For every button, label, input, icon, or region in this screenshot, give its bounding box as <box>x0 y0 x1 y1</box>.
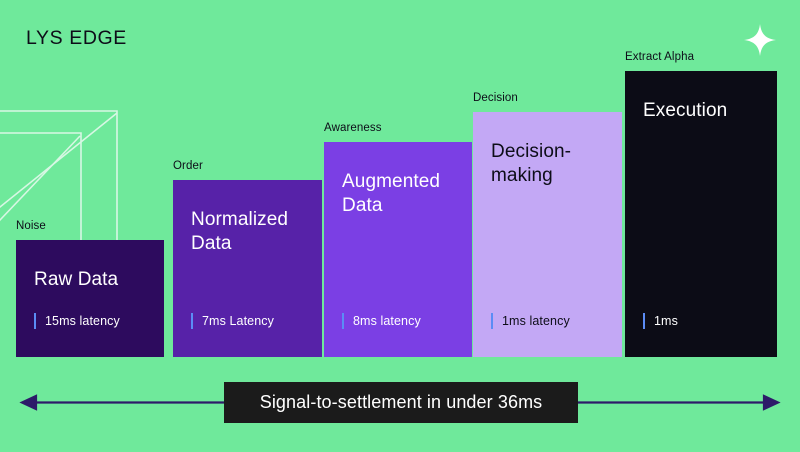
arrow-left-icon <box>19 394 38 411</box>
metric-tick-icon <box>491 313 493 329</box>
stage-bar[interactable]: Normalized Data 7ms Latency <box>173 180 322 357</box>
stage-metric: 7ms Latency <box>191 313 274 329</box>
stage-title: Decision-making <box>491 141 572 187</box>
stage-bar[interactable]: Augmented Data 8ms latency <box>324 142 472 357</box>
stage-metric: 1ms latency <box>491 313 570 329</box>
stage-caption: Noise <box>16 220 46 232</box>
stage-metric-label: 1ms <box>654 314 678 328</box>
stage-metric-label: 1ms latency <box>502 314 570 328</box>
metric-tick-icon <box>34 313 36 329</box>
stage-bar[interactable]: Execution 1ms <box>625 71 777 357</box>
stage-caption: Decision <box>473 92 518 104</box>
summary-pill-label: Signal-to-settlement in under 36ms <box>259 392 543 412</box>
stage-metric: 8ms latency <box>342 313 421 329</box>
stage-bar[interactable]: Decision-making 1ms latency <box>473 112 622 357</box>
metric-tick-icon <box>342 313 344 329</box>
brand-wordmark: LYS EDGE <box>26 27 127 49</box>
stage-title: Augmented Data <box>342 171 441 217</box>
stage-bar[interactable]: Raw Data 15ms latency <box>16 240 164 357</box>
metric-tick-icon <box>643 313 645 329</box>
footer-axis <box>0 382 800 422</box>
arrow-right-icon <box>762 394 781 411</box>
stage-title: Execution <box>643 100 728 121</box>
stage-caption: Extract Alpha <box>625 51 695 63</box>
stage-title: Normalized Data <box>191 209 289 255</box>
sparkle-icon <box>744 24 776 56</box>
stage-metric-label: 15ms latency <box>45 314 120 328</box>
summary-pill: Signal-to-settlement in under 36ms <box>224 382 578 423</box>
stage-metric-label: 7ms Latency <box>202 314 274 328</box>
stage-caption: Order <box>173 160 203 172</box>
stage-metric: 1ms <box>643 313 678 329</box>
stage-metric-label: 8ms latency <box>353 314 421 328</box>
stage-title: Raw Data <box>34 269 119 290</box>
metric-tick-icon <box>191 313 193 329</box>
stage-caption: Awareness <box>324 122 382 134</box>
stage-metric: 15ms latency <box>34 313 120 329</box>
